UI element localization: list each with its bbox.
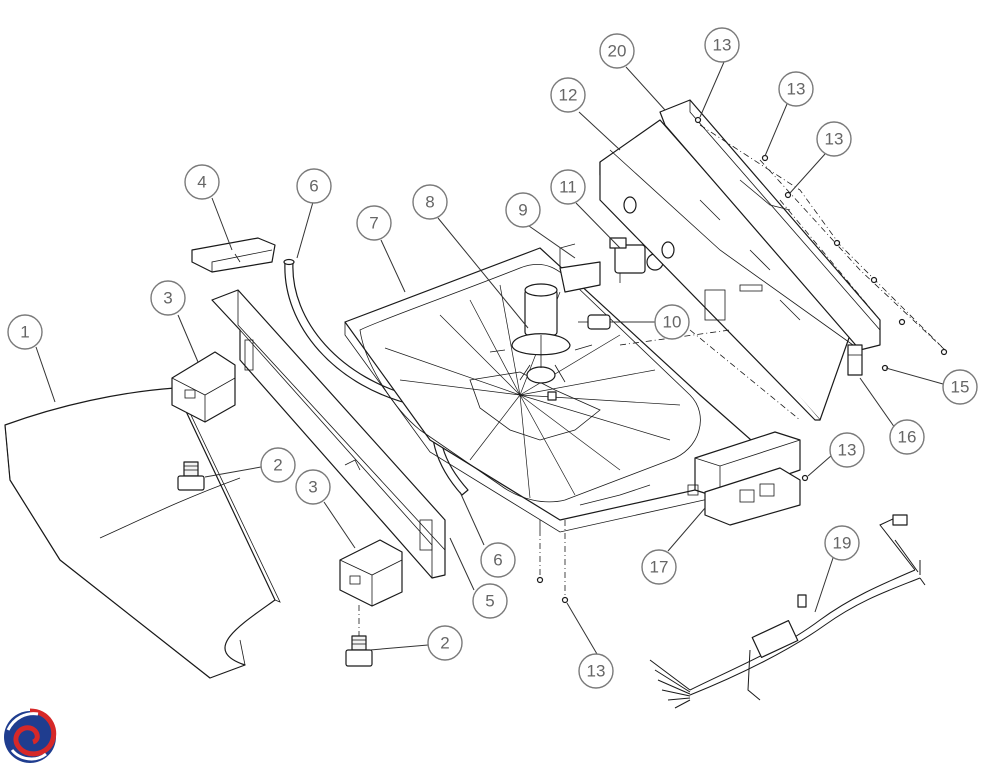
callout-10: 10 xyxy=(654,304,690,340)
part-rear-frame xyxy=(599,119,861,421)
svg-text:20: 20 xyxy=(608,42,627,61)
callout-6-upper: 6 xyxy=(296,168,332,204)
callout-13-e: 13 xyxy=(578,653,614,689)
callout-9: 9 xyxy=(505,192,541,228)
callout-6-lower: 6 xyxy=(480,542,516,578)
svg-text:6: 6 xyxy=(309,177,318,196)
part-wash-pump xyxy=(489,283,593,401)
svg-text:9: 9 xyxy=(518,201,527,220)
callout-17: 17 xyxy=(641,549,677,585)
svg-text:16: 16 xyxy=(898,428,917,447)
callout-20: 20 xyxy=(599,33,635,69)
callout-2-lower: 2 xyxy=(427,625,463,661)
svg-text:13: 13 xyxy=(587,662,606,681)
part-corner-bracket xyxy=(847,344,863,376)
svg-text:13: 13 xyxy=(825,130,844,149)
part-front-rail xyxy=(211,289,446,579)
brand-swirl-logo-icon xyxy=(4,708,57,763)
callout-12: 12 xyxy=(550,77,586,113)
svg-text:2: 2 xyxy=(273,456,282,475)
callout-4: 4 xyxy=(184,164,220,200)
callout-13-b: 13 xyxy=(778,71,814,107)
svg-text:12: 12 xyxy=(559,86,578,105)
callout-13-a: 13 xyxy=(704,27,740,63)
callout-19: 19 xyxy=(824,525,860,561)
leader-lines xyxy=(35,61,944,655)
callout-8: 8 xyxy=(412,184,448,220)
part-side-bracket-lower xyxy=(339,539,403,607)
callout-5: 5 xyxy=(472,583,508,619)
part-side-bracket-upper xyxy=(171,351,236,423)
svg-text:6: 6 xyxy=(493,551,502,570)
part-front-kick-panel xyxy=(4,387,281,679)
part-sensor xyxy=(578,314,618,330)
svg-text:10: 10 xyxy=(663,313,682,332)
svg-text:11: 11 xyxy=(559,178,577,197)
callout-13-d: 13 xyxy=(829,432,865,468)
svg-text:7: 7 xyxy=(369,214,378,233)
part-inlet-valve xyxy=(609,237,664,283)
svg-text:3: 3 xyxy=(163,289,172,308)
part-tub-base xyxy=(344,247,786,533)
svg-text:13: 13 xyxy=(787,80,806,99)
svg-text:2: 2 xyxy=(440,634,449,653)
callout-16: 16 xyxy=(889,419,925,455)
svg-text:15: 15 xyxy=(951,378,970,397)
callout-2-upper: 2 xyxy=(260,447,296,483)
part-wire-harness xyxy=(649,514,926,709)
svg-text:5: 5 xyxy=(485,592,494,611)
callout-3-lower: 3 xyxy=(295,469,331,505)
callout-3-upper: 3 xyxy=(150,280,186,316)
part-top-rail xyxy=(659,99,881,351)
svg-text:19: 19 xyxy=(833,534,852,553)
callout-1: 1 xyxy=(7,314,43,350)
svg-text:13: 13 xyxy=(838,441,857,460)
callout-11: 11 xyxy=(550,169,586,205)
callout-13-c: 13 xyxy=(816,121,852,157)
part-screws xyxy=(536,116,948,604)
svg-text:17: 17 xyxy=(650,558,669,577)
part-top-bracket xyxy=(191,237,276,273)
svg-text:1: 1 xyxy=(20,323,29,342)
svg-text:13: 13 xyxy=(713,36,732,55)
svg-text:3: 3 xyxy=(308,478,317,497)
svg-text:8: 8 xyxy=(425,193,434,212)
part-leveling-foot-upper xyxy=(177,461,205,491)
part-leveling-foot-lower xyxy=(345,605,373,667)
part-control-module xyxy=(687,431,801,526)
callout-7: 7 xyxy=(356,205,392,241)
callout-15: 15 xyxy=(942,369,978,405)
svg-text:4: 4 xyxy=(197,173,206,192)
